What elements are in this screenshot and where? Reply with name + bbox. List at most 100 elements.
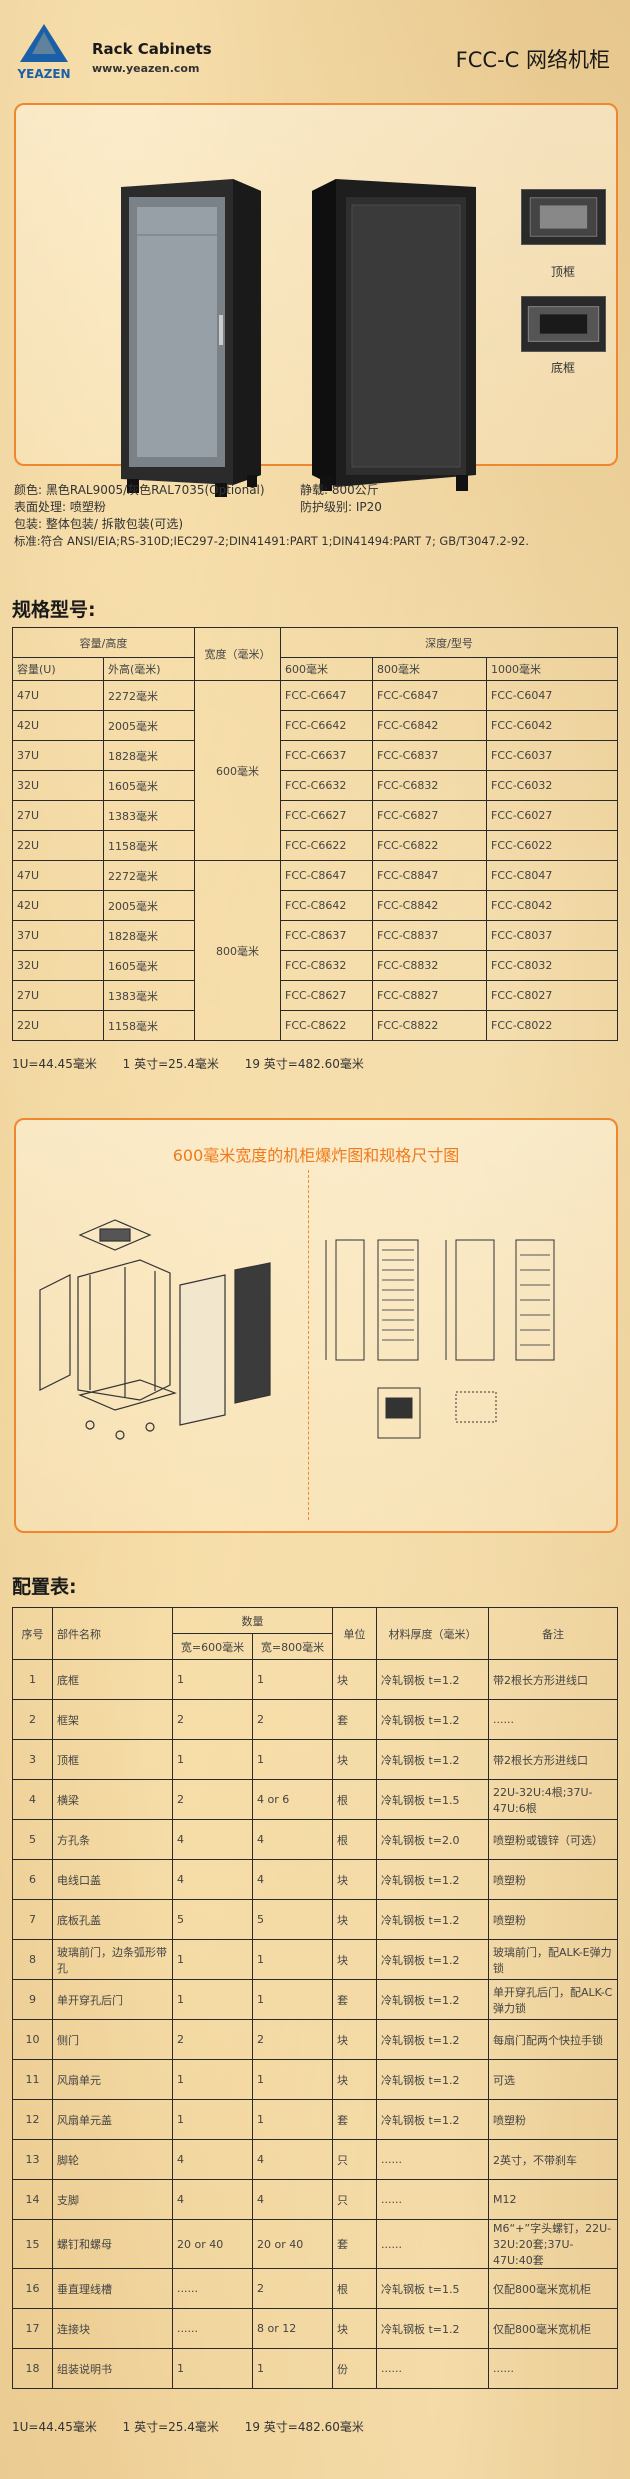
model-d800: FCC-C6842 (372, 710, 487, 741)
cfg-no: 16 (12, 2268, 53, 2309)
cfg-remark: 仅配800毫米宽机柜 (488, 2268, 618, 2309)
cfg-no: 1 (12, 1659, 53, 1700)
cfg-qty800: 4 (252, 2179, 333, 2220)
cfg-no: 2 (12, 1699, 53, 1740)
cfg-qty800: 5 (252, 1899, 333, 1940)
cfg-unit: 根 (332, 2268, 377, 2309)
model-height: 1605毫米 (103, 770, 195, 801)
bottom-frame-thumbnail (521, 296, 606, 352)
model-d1000: FCC-C8042 (486, 890, 618, 921)
cfg-qty800: 1 (252, 1979, 333, 2020)
model-capacity: 22U (12, 830, 104, 861)
cfg-name: 组装说明书 (52, 2348, 173, 2389)
model-d600: FCC-C6627 (280, 800, 373, 831)
cfg-unit: 套 (332, 2099, 377, 2140)
cfg-no: 12 (12, 2099, 53, 2140)
cfg-qty600: 4 (172, 1819, 253, 1860)
cfg-qty600: 2 (172, 1779, 253, 1820)
model-d600: FCC-C6632 (280, 770, 373, 801)
model-d800: FCC-C6837 (372, 740, 487, 771)
cfg-unit: 块 (332, 1939, 377, 1980)
cfg-remark: 喷塑粉或镀锌（可选） (488, 1819, 618, 1860)
model-d800: FCC-C6827 (372, 800, 487, 831)
cfg-head-no: 序号 (12, 1607, 53, 1660)
model-d600: FCC-C8647 (280, 860, 373, 891)
cfg-material: 冷轧钢板 t=1.2 (376, 2019, 489, 2060)
cfg-name: 风扇单元 (52, 2059, 173, 2100)
cfg-material: 冷轧钢板 t=1.2 (376, 2099, 489, 2140)
cfg-no: 18 (12, 2348, 53, 2389)
cfg-head-unit: 单位 (332, 1607, 377, 1660)
cfg-remark: 2英寸，不带刹车 (488, 2139, 618, 2180)
cfg-name: 垂直理线槽 (52, 2268, 173, 2309)
model-d600: FCC-C6622 (280, 830, 373, 861)
cfg-no: 14 (12, 2179, 53, 2220)
model-height: 2272毫米 (103, 680, 195, 711)
model-d600: FCC-C8637 (280, 920, 373, 951)
model-table: 容量/高度 宽度（毫米） 深度/型号 容量(U) 外高(毫米) 600毫米 80… (12, 627, 618, 1041)
cfg-qty800: 1 (252, 2059, 333, 2100)
cfg-material: 冷轧钢板 t=1.2 (376, 1699, 489, 1740)
spec-package: 包装: 整体包装/ 拆散包装(可选) (14, 517, 184, 531)
brand-url: www.yeazen.com (92, 62, 200, 75)
model-capacity: 42U (12, 890, 104, 921)
model-d1000: FCC-C6042 (486, 710, 618, 741)
unit-u: 1U=44.45毫米 (12, 1057, 97, 1071)
model-d1000: FCC-C8022 (486, 1010, 618, 1041)
cfg-material: 冷轧钢板 t=2.0 (376, 1819, 489, 1860)
cfg-qty600: 1 (172, 2348, 253, 2389)
model-height: 2272毫米 (103, 860, 195, 891)
cfg-material: 冷轧钢板 t=1.2 (376, 1659, 489, 1700)
spec-list: 颜色: 黑色RAL9005/灰色RAL7035(Optional) 静载: 80… (14, 482, 618, 550)
model-capacity: 22U (12, 1010, 104, 1041)
model-capacity: 32U (12, 950, 104, 981)
model-d600: FCC-C8642 (280, 890, 373, 921)
diagram-title: 600毫米宽度的机柜爆炸图和规格尺寸图 (172, 1146, 460, 1165)
cfg-qty600: 2 (172, 1699, 253, 1740)
cfg-remark: 22U-32U:4根;37U-47U:6根 (488, 1779, 618, 1820)
cfg-head-material: 材料厚度（毫米） (376, 1607, 489, 1660)
cfg-material: ...... (376, 2219, 489, 2269)
unit-inch: 1 英寸=25.4毫米 (122, 1057, 219, 1071)
model-height: 2005毫米 (103, 890, 195, 921)
model-d800: FCC-C6847 (372, 680, 487, 711)
cfg-qty800: 1 (252, 1739, 333, 1780)
model-d800: FCC-C8847 (372, 860, 487, 891)
cfg-unit: 根 (332, 1819, 377, 1860)
cfg-material: ...... (376, 2348, 489, 2389)
model-d1000: FCC-C6027 (486, 800, 618, 831)
cfg-name: 横梁 (52, 1779, 173, 1820)
product-photo-panel: 顶框 底框 (14, 103, 618, 497)
model-height: 1383毫米 (103, 980, 195, 1011)
model-d1000: FCC-C6022 (486, 830, 618, 861)
cfg-no: 9 (12, 1979, 53, 2020)
cfg-qty600: 4 (172, 1859, 253, 1900)
unit-u-2: 1U=44.45毫米 (12, 2420, 97, 2434)
cfg-unit: 只 (332, 2179, 377, 2220)
cfg-qty800: 2 (252, 2019, 333, 2060)
model-d1000: FCC-C8047 (486, 860, 618, 891)
cfg-no: 8 (12, 1939, 53, 1980)
model-height: 1158毫米 (103, 1010, 195, 1041)
sub-capacity: 容量(U) (12, 657, 104, 681)
cfg-unit: 块 (332, 1899, 377, 1940)
cfg-name: 风扇单元盖 (52, 2099, 173, 2140)
head-depth: 深度/型号 (280, 627, 618, 658)
top-frame-thumbnail (521, 189, 606, 245)
model-d600: FCC-C6642 (280, 710, 373, 741)
cfg-unit: 根 (332, 1779, 377, 1820)
cfg-remark: 仅配800毫米宽机柜 (488, 2308, 618, 2349)
cfg-no: 15 (12, 2219, 53, 2269)
